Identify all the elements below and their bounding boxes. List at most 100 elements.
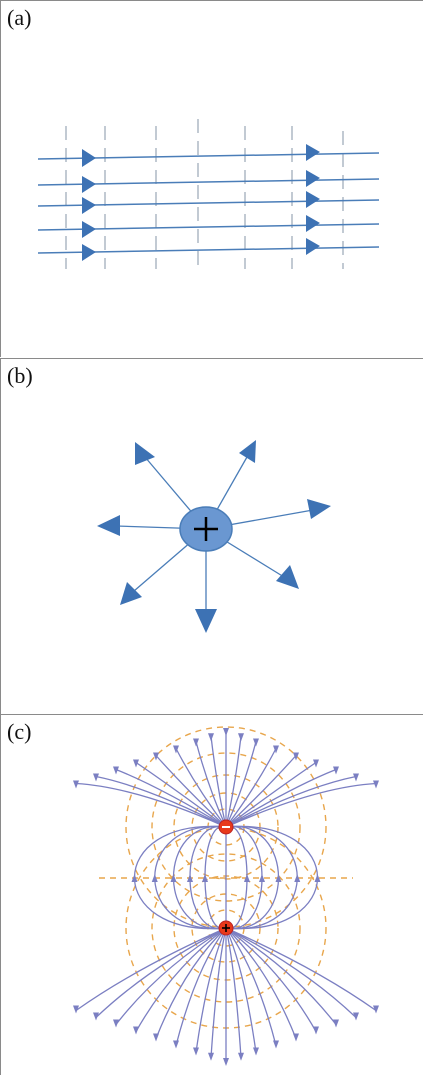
arrow-head-icon: [238, 1052, 244, 1061]
field-line: [225, 755, 297, 828]
arrow-head-icon: [294, 874, 301, 882]
arrow-head-icon: [202, 874, 208, 882]
arrow-head-icon: [153, 752, 159, 761]
arrow-head-icon: [314, 874, 321, 882]
field-line: [75, 927, 227, 1012]
dipole-field-lines: [75, 731, 377, 1063]
arrow-head-icon: [244, 874, 250, 882]
arrow-head-icon: [82, 244, 96, 261]
arrow-head-icon: [373, 1005, 379, 1014]
arrow-head-icon: [208, 1052, 214, 1061]
arrow-head-icon: [73, 1005, 79, 1014]
arrow-head-icon: [238, 733, 244, 742]
arrow-head-icon: [93, 773, 99, 782]
arrow-head-icon: [307, 499, 331, 519]
dipole-diagram: [73, 726, 379, 1066]
field-line: [210, 927, 227, 1058]
arrow-head-icon: [313, 759, 319, 768]
arrow-head-icon: [173, 1040, 179, 1049]
equipotential-circle: [151, 853, 301, 1003]
arrow-head-icon: [306, 170, 320, 187]
uniform-field-diagram: [37, 119, 380, 269]
field-line: [225, 748, 277, 828]
arrow-head-icon: [239, 440, 256, 463]
panel-label-b: (b): [7, 363, 33, 388]
arrow-head-icon: [120, 582, 142, 605]
arrow-head-icon: [73, 780, 79, 789]
arrow-head-icon: [82, 221, 96, 238]
field-line: [225, 736, 242, 828]
arrow-head-icon: [253, 738, 259, 747]
field-line: [225, 741, 257, 828]
arrow-head-icon: [193, 738, 199, 747]
field-line: [225, 927, 377, 1012]
field-line: [225, 927, 297, 1039]
arrow-head-icon: [253, 1047, 259, 1056]
field-line: [195, 927, 227, 1053]
arrow-head-icon: [133, 1026, 139, 1035]
field-line: [225, 775, 357, 828]
arrow-head-icon: [113, 766, 119, 775]
arrow-head-icon: [93, 1012, 99, 1021]
arrow-head-icon: [133, 759, 139, 768]
arrow-head-icon: [187, 874, 193, 882]
arrow-head-icon: [276, 565, 299, 589]
field-line: [95, 775, 227, 828]
field-line: [225, 927, 277, 1046]
field-line: [75, 782, 227, 828]
panel-label-c: (c): [7, 719, 32, 744]
arrow-head-icon: [131, 874, 138, 882]
arrow-head-icon: [306, 215, 320, 232]
arrow-head-icon: [373, 780, 379, 789]
arrow-head-icon: [113, 1019, 119, 1028]
arrow-head-icon: [259, 874, 265, 882]
point-charge-diagram: [97, 440, 331, 633]
field-line: [225, 761, 317, 828]
arrow-head-icon: [82, 197, 96, 214]
field-line: [155, 755, 227, 828]
field-line: [155, 927, 227, 1039]
field-line: [135, 927, 227, 1032]
arrow-head-icon: [306, 191, 320, 208]
arrow-head-icon: [273, 1040, 279, 1049]
arrow-head-icon: [82, 149, 96, 167]
field-line: [175, 748, 227, 828]
field-line: [225, 927, 242, 1058]
field-line: [225, 927, 257, 1053]
field-line: [225, 927, 317, 1032]
field-line: [195, 741, 227, 828]
equipotential-dashed-lines: [65, 119, 344, 269]
arrow-head-icon: [353, 1012, 359, 1021]
arrow-head-icon: [208, 733, 214, 742]
panel-uniform-field: (a): [0, 0, 423, 357]
arrow-head-icon: [170, 874, 177, 882]
arrow-head-icon: [293, 752, 299, 761]
arrow-head-icon: [195, 609, 217, 633]
field-line: [225, 768, 337, 828]
arrow-head-icon: [313, 1026, 319, 1035]
panel-label-a: (a): [7, 5, 32, 30]
arrow-head-icon: [275, 874, 282, 882]
field-line: [95, 927, 227, 1018]
field-line: [115, 927, 227, 1025]
field-line: [210, 736, 227, 828]
arrow-head-icon: [151, 874, 158, 882]
field-arrows: [82, 144, 320, 261]
arrow-head-icon: [273, 745, 279, 754]
dipole-arrows: [73, 728, 379, 1066]
arrow-head-icon: [333, 766, 339, 775]
panel-point-charge: (b): [0, 358, 423, 714]
field-line: [225, 927, 357, 1018]
panel-dipole: (c): [0, 714, 423, 1075]
arrow-head-icon: [306, 144, 320, 161]
arrow-head-icon: [333, 1019, 339, 1028]
arrow-head-icon: [97, 515, 120, 536]
arrow-head-icon: [353, 773, 359, 782]
field-line: [225, 927, 337, 1025]
arrow-head-icon: [223, 728, 229, 736]
field-line: [115, 768, 227, 828]
arrow-head-icon: [82, 176, 96, 193]
arrow-head-icon: [293, 1033, 299, 1042]
field-line: [225, 782, 377, 828]
radial-arrows: [97, 440, 331, 633]
